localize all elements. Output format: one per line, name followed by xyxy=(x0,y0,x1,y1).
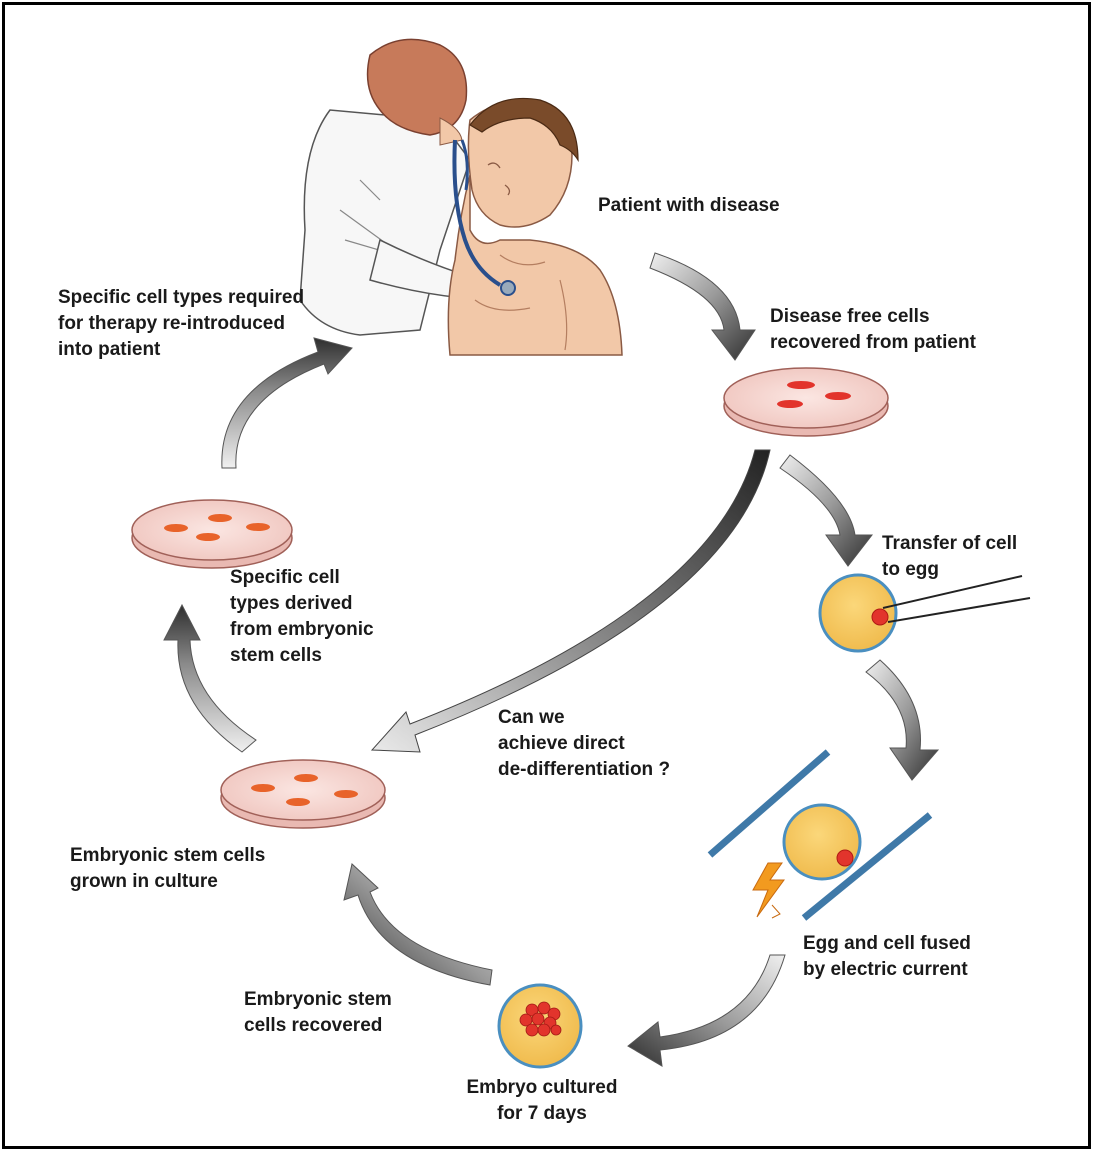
petri-dish-icon xyxy=(724,368,888,436)
label-specific-cell-types-derived: Specific cell types derived from embryon… xyxy=(230,565,374,669)
label-line: de-differentiation ? xyxy=(498,757,670,783)
label-egg-cell-fused: Egg and cell fused by electric current xyxy=(803,931,971,983)
embryo-icon xyxy=(499,985,581,1067)
lightning-bolt-icon xyxy=(753,863,784,918)
label-line: grown in culture xyxy=(70,869,265,895)
label-line: Specific cell xyxy=(230,565,374,591)
label-line: Can we xyxy=(498,705,670,731)
label-line: cells recovered xyxy=(244,1013,392,1039)
patient-figure xyxy=(448,98,622,355)
petri-dish-icon xyxy=(221,760,385,828)
label-direct-dedifferentiation: Can we achieve direct de-differentiation… xyxy=(498,705,670,783)
label-es-cells-in-culture: Embryonic stem cells grown in culture xyxy=(70,843,265,895)
label-line: into patient xyxy=(58,337,304,363)
cycle-arrow-icon xyxy=(650,253,755,360)
label-line: achieve direct xyxy=(498,731,670,757)
label-line: Embryonic stem xyxy=(244,987,392,1013)
label-line: Transfer of cell xyxy=(882,531,1017,557)
cycle-arrow-icon xyxy=(866,660,938,780)
petri-dish-icon xyxy=(132,500,292,568)
label-line: for therapy re-introduced xyxy=(58,311,304,337)
label-patient-with-disease: Patient with disease xyxy=(598,193,780,219)
label-line: Embryonic stem cells xyxy=(70,843,265,869)
label-line: Patient with disease xyxy=(598,193,780,219)
label-line: by electric current xyxy=(803,957,971,983)
label-disease-free-cells: Disease free cells recovered from patien… xyxy=(770,304,976,356)
label-line: to egg xyxy=(882,557,1017,583)
egg-cell-icon xyxy=(820,575,896,651)
label-es-cells-recovered: Embryonic stem cells recovered xyxy=(244,987,392,1039)
label-line: stem cells xyxy=(230,643,374,669)
cycle-arrow-icon xyxy=(344,864,492,985)
label-line: types derived xyxy=(230,591,374,617)
label-line: Egg and cell fused xyxy=(803,931,971,957)
label-line: Disease free cells xyxy=(770,304,976,330)
label-line: Specific cell types required xyxy=(58,285,304,311)
label-line: for 7 days xyxy=(432,1101,652,1127)
egg-cell-icon xyxy=(784,805,860,879)
cycle-arrow-icon xyxy=(628,955,785,1066)
cycle-arrow-icon xyxy=(780,455,872,566)
label-embryo-cultured: Embryo cultured for 7 days xyxy=(432,1075,652,1127)
label-line: Embryo cultured xyxy=(432,1075,652,1101)
label-line: from embryonic xyxy=(230,617,374,643)
label-line: recovered from patient xyxy=(770,330,976,356)
label-transfer-of-cell: Transfer of cell to egg xyxy=(882,531,1017,583)
label-cells-reintroduced: Specific cell types required for therapy… xyxy=(58,285,304,363)
